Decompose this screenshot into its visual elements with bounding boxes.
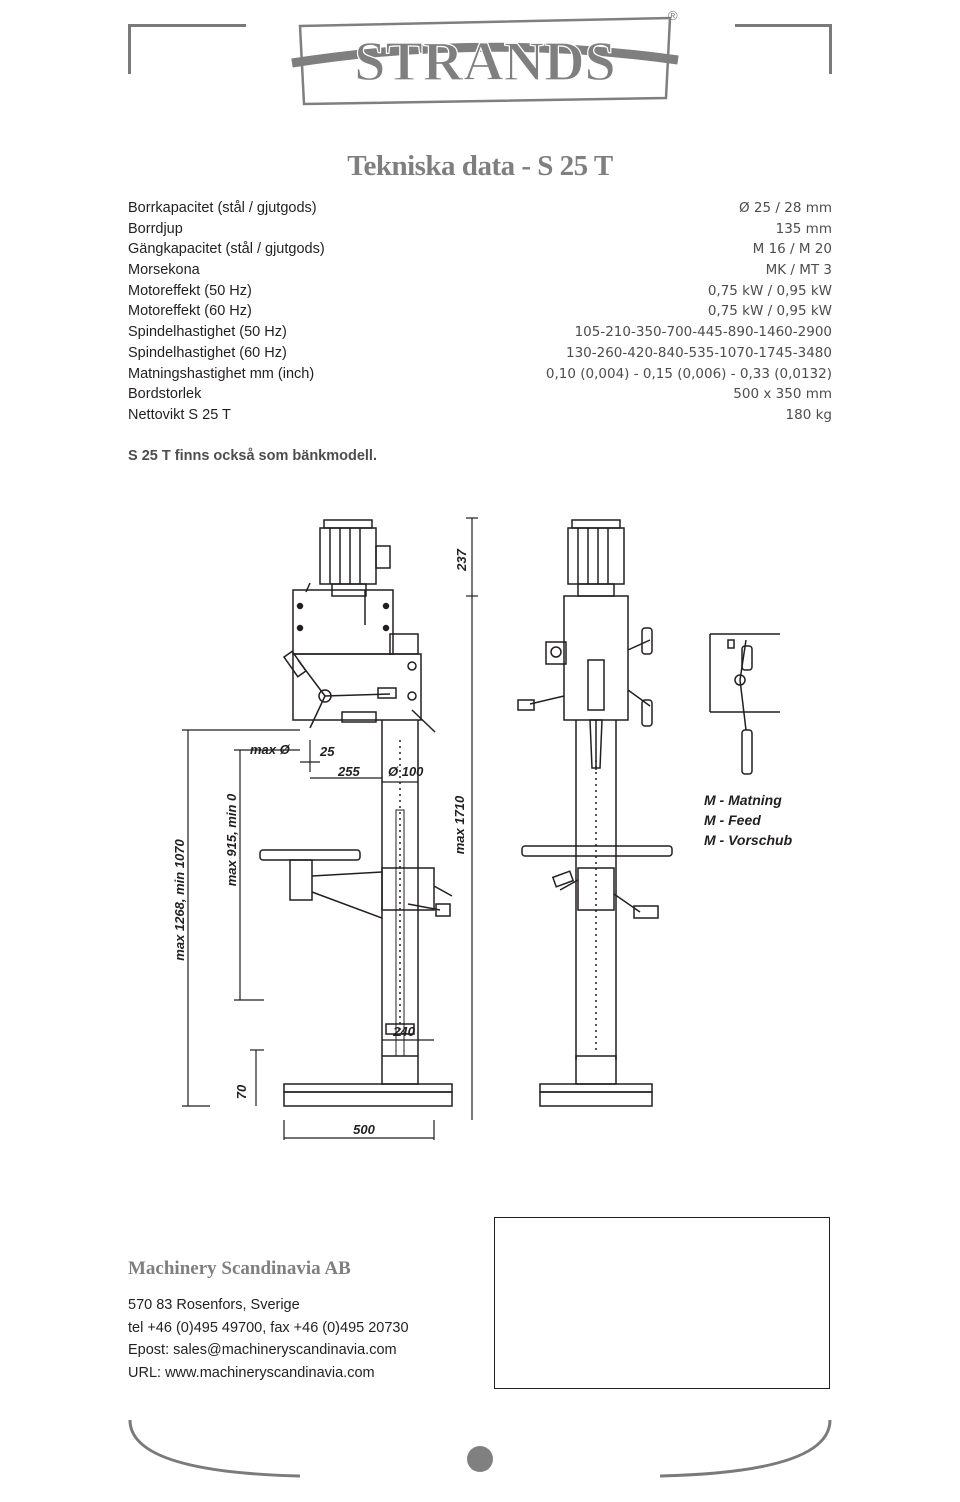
spec-value: Ø 25 / 28 mm — [739, 200, 832, 216]
dim-max-dia-label: max Ø — [250, 742, 291, 757]
spec-value: 0,75 kW / 0,95 kW — [707, 303, 832, 320]
dim-500: 500 — [353, 1122, 375, 1137]
front-view — [517, 519, 673, 1107]
feed-legend-line: M - Matning — [704, 792, 782, 808]
frame-left-top — [128, 24, 131, 74]
spec-row: Borrdjup 135 mm — [128, 219, 832, 240]
dim-237: 237 — [454, 548, 469, 571]
spec-row: Gängkapacitet (stål / gjutgods) M 16 / M … — [128, 239, 832, 260]
spec-row: Borrkapacitet (stål / gjutgods) Ø 25 / 28… — [128, 198, 832, 219]
page-title: Tekniska data - S 25 T — [347, 150, 613, 182]
spec-label: Motoreffekt (50 Hz) — [128, 282, 252, 299]
spec-value: M 16 / M 20 — [752, 241, 832, 258]
spec-table: Borrkapacitet (stål / gjutgods) Ø 25 / 28… — [128, 198, 832, 426]
dim-70: 70 — [234, 1084, 249, 1099]
spec-value: MK / MT 3 — [765, 262, 832, 279]
spec-label: Matningshastighet mm (inch) — [128, 365, 315, 382]
dim-max-915: max 915, min 0 — [224, 793, 239, 886]
spec-label: Spindelhastighet (50 Hz) — [128, 324, 287, 341]
spec-label: Borrkapacitet (stål / gjutgods) — [128, 200, 317, 216]
registered-mark: ® — [668, 8, 678, 23]
spec-row: Morsekona MK / MT 3 — [128, 260, 832, 281]
spec-label: Nettovikt S 25 T — [128, 406, 231, 423]
feed-legend-line: M - Vorschub — [704, 832, 793, 848]
dim-240: 240 — [392, 1024, 415, 1039]
frame-top-right — [735, 24, 832, 27]
spec-label: Gängkapacitet (stål / gjutgods) — [128, 241, 325, 258]
spec-value: 500 x 350 mm — [733, 386, 832, 403]
spec-row: Bordstorlek 500 x 350 mm — [128, 384, 832, 405]
dim-25: 25 — [319, 744, 335, 759]
spec-row: Spindelhastighet (60 Hz) 130-260-420-840-… — [128, 343, 832, 364]
spec-row: Matningshastighet mm (inch) 0,10 (0,004) … — [128, 364, 832, 385]
spec-row: Nettovikt S 25 T 180 kg — [128, 405, 832, 426]
dim-dia-100: Ø 100 — [388, 764, 424, 779]
spec-label: Morsekona — [128, 262, 200, 279]
feed-handle-detail — [709, 633, 780, 775]
side-view — [259, 519, 453, 1107]
spec-label: Motoreffekt (60 Hz) — [128, 303, 252, 320]
dim-255: 255 — [337, 764, 360, 779]
dim-max-1710: max 1710 — [452, 795, 467, 854]
page-dot — [467, 1446, 493, 1472]
spec-value: 0,75 kW / 0,95 kW — [707, 282, 832, 299]
spec-value: 0,10 (0,004) - 0,15 (0,006) - 0,33 (0,01… — [545, 365, 832, 382]
spec-row: Motoreffekt (60 Hz) 0,75 kW / 0,95 kW — [128, 301, 832, 322]
drill-press-drawing: 237 max Ø 25 255 Ø 100 max 1710 max 1268… — [172, 517, 793, 1140]
spec-row: Spindelhastighet (50 Hz) 105-210-350-700-… — [128, 322, 832, 343]
dim-max-1268: max 1268, min 1070 — [172, 839, 187, 961]
contact-phone: tel +46 (0)495 49700, fax +46 (0)495 207… — [128, 1319, 409, 1336]
strands-logo: STRANDS ® — [291, 8, 679, 106]
dimension-lines — [182, 517, 478, 1140]
spec-value: 130-260-420-840-535-1070-1745-3480 — [565, 344, 832, 361]
spec-value: 180 kg — [785, 406, 832, 423]
bench-model-note: S 25 T finns också som bänkmodell. — [128, 448, 377, 464]
company-name: Machinery Scandinavia AB — [128, 1258, 351, 1279]
dealer-stamp-box — [494, 1217, 830, 1389]
frame-right-top — [829, 24, 832, 74]
contact-address: 570 83 Rosenfors, Sverige — [128, 1297, 300, 1313]
contact-email: Epost: sales@machineryscandinavia.com — [128, 1342, 397, 1358]
feed-legend-line: M - Feed — [704, 812, 761, 828]
contact-block: Machinery Scandinavia AB 570 83 Rosenfor… — [128, 1258, 409, 1384]
logo-wordmark: STRANDS — [354, 31, 615, 93]
spec-label: Bordstorlek — [128, 386, 202, 403]
frame-top-left — [128, 24, 246, 27]
contact-url: URL: www.machineryscandinavia.com — [128, 1364, 375, 1381]
spec-row: Motoreffekt (50 Hz) 0,75 kW / 0,95 kW — [128, 281, 832, 302]
spec-value: 105-210-350-700-445-890-1460-2900 — [574, 324, 832, 341]
bottom-frame — [128, 1419, 832, 1478]
spec-label: Spindelhastighet (60 Hz) — [128, 344, 287, 361]
spec-label: Borrdjup — [128, 220, 183, 237]
spec-value: 135 mm — [775, 220, 832, 237]
